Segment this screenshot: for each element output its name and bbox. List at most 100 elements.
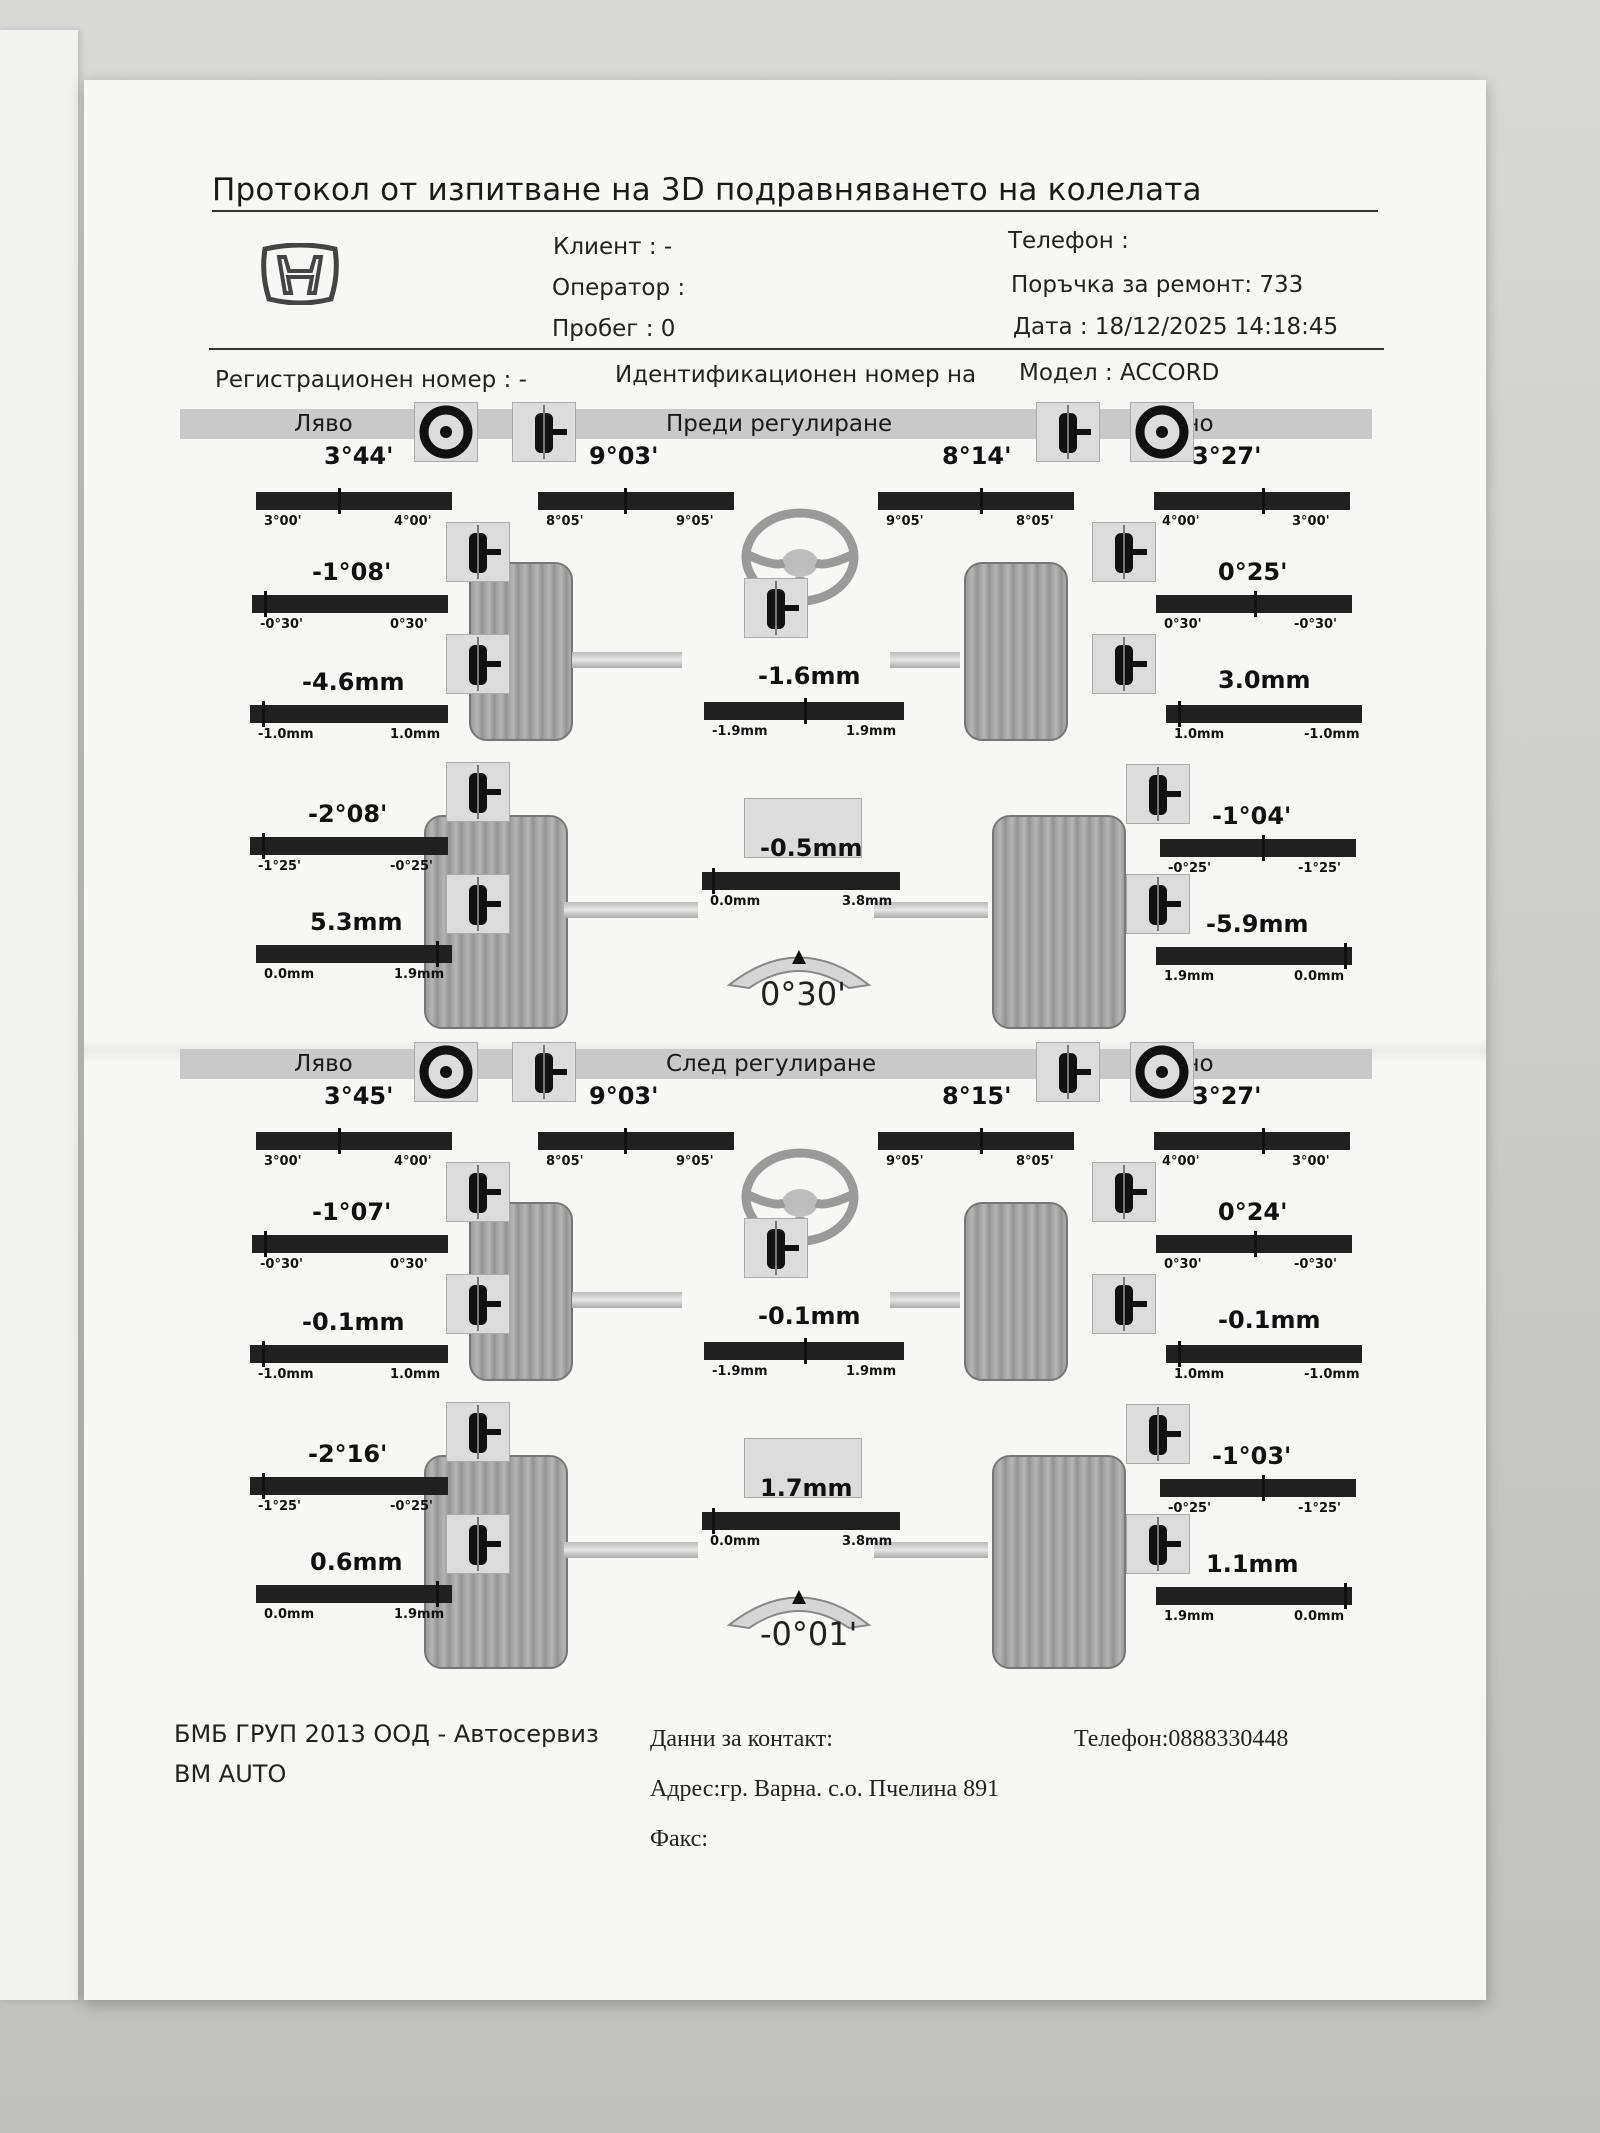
- front-left-axle: [572, 1292, 682, 1308]
- rear-total-toe-value: -0.5mm: [760, 834, 863, 862]
- gauge-indicator: [804, 698, 807, 724]
- front-right-tire: [964, 562, 1068, 741]
- gauge-max-label: 1.9mm: [394, 967, 445, 982]
- gauge-min-label: -1°25': [258, 1499, 302, 1514]
- suspension-strut-icon: [446, 634, 510, 694]
- front-left-axle: [572, 652, 682, 668]
- gauge-min-label: 4°00': [1162, 514, 1200, 529]
- gauge-max-label: 0.0mm: [1294, 969, 1345, 984]
- front-right-sai-gauge: [878, 488, 1074, 514]
- front-right-caster-value: 3°27': [1192, 442, 1262, 470]
- front-total-toe-gauge: [704, 1338, 904, 1364]
- gauge-indicator: [804, 1338, 807, 1364]
- suspension-strut-icon: [446, 522, 510, 582]
- suspension-strut-icon: [1092, 1162, 1156, 1222]
- gauge-min-label: -0°30': [260, 617, 304, 632]
- mileage-field: Пробег : 0: [552, 316, 676, 342]
- front-left-sai-value: 9°03': [589, 442, 659, 470]
- front-left-toe-gauge: [250, 1341, 448, 1367]
- gauge-min-label: 0°30': [1164, 1257, 1202, 1272]
- gauge-min-label: -1°25': [258, 859, 302, 874]
- front-left-toe-value: -4.6mm: [302, 668, 405, 696]
- front-left-camber-value: -1°07': [312, 1198, 392, 1226]
- front-right-toe-gauge: [1166, 701, 1362, 727]
- front-total-toe-value: -0.1mm: [758, 1302, 861, 1330]
- gauge-min-label: 0.0mm: [264, 967, 315, 982]
- gauge-min-label: 8°05': [546, 514, 584, 529]
- gauge-min-label: 3°00': [264, 1154, 302, 1169]
- suspension-strut-icon: [744, 578, 808, 638]
- gauge-max-label: 0°30': [390, 1257, 428, 1272]
- title-underline: [212, 210, 1378, 212]
- front-left-toe-gauge: [250, 701, 448, 727]
- gauge-indicator: [262, 701, 265, 727]
- rear-left-camber-gauge: [250, 1473, 448, 1499]
- rear-right-toe-value: -5.9mm: [1206, 910, 1309, 938]
- fax-field: Факс:: [650, 1826, 708, 1852]
- gauge-max-label: 8°05': [1016, 1154, 1054, 1169]
- order-field: Поръчка за ремонт: 733: [1011, 272, 1304, 298]
- front-left-tire: [469, 562, 573, 741]
- gauge-max-label: 3°00': [1292, 514, 1330, 529]
- gauge-indicator: [1262, 488, 1265, 514]
- rear-right-camber-value: -1°03': [1212, 1442, 1292, 1470]
- wheel-icon: [414, 402, 478, 462]
- gauge-indicator: [624, 488, 627, 514]
- section-title: След регулиране: [666, 1051, 877, 1077]
- front-right-camber-gauge: [1156, 1231, 1352, 1257]
- front-right-camber-value: 0°24': [1218, 1198, 1288, 1226]
- gauge-min-label: -1.0mm: [258, 727, 314, 742]
- wheel-icon: [1130, 1042, 1194, 1102]
- company-name: БМБ ГРУП 2013 ООД - Автосервиз: [174, 1720, 599, 1748]
- front-right-sai-value: 8°14': [942, 442, 1012, 470]
- gauge-min-label: 1.0mm: [1174, 1367, 1225, 1382]
- gauge-indicator: [1262, 835, 1265, 861]
- gauge-max-label: 1.0mm: [390, 1367, 441, 1382]
- protocol-sheet: Протокол от изпитване на 3D подравняване…: [84, 80, 1486, 2000]
- gauge-min-label: 0.0mm: [710, 894, 761, 909]
- front-right-axle: [890, 1292, 960, 1308]
- gauge-indicator: [262, 1341, 265, 1367]
- gauge-min-label: 1.9mm: [1164, 969, 1215, 984]
- gauge-min-label: -1.9mm: [712, 1364, 768, 1379]
- gauge-indicator: [1344, 1583, 1347, 1609]
- gauge-min-label: 1.9mm: [1164, 1609, 1215, 1624]
- front-total-toe-value: -1.6mm: [758, 662, 861, 690]
- gauge-max-label: 1.9mm: [846, 1364, 897, 1379]
- front-right-caster-gauge: [1154, 1128, 1350, 1154]
- rear-total-toe-gauge: [702, 1508, 900, 1534]
- front-left-caster-value: 3°45': [324, 1082, 394, 1110]
- suspension-strut-icon: [512, 402, 576, 462]
- gauge-max-label: -1°25': [1298, 1501, 1342, 1516]
- front-left-camber-gauge: [252, 1231, 448, 1257]
- front-right-sai-value: 8°15': [942, 1082, 1012, 1110]
- gauge-max-label: -0°30': [1294, 1257, 1338, 1272]
- rear-right-tire: [992, 815, 1126, 1029]
- gauge-max-label: 3°00': [1292, 1154, 1330, 1169]
- suspension-strut-icon: [1126, 764, 1190, 824]
- gauge-max-label: 9°05': [676, 514, 714, 529]
- gauge-min-label: -0°30': [260, 1257, 304, 1272]
- gauge-indicator: [1254, 1231, 1257, 1257]
- suspension-strut-icon: [512, 1042, 576, 1102]
- gauge-indicator: [980, 488, 983, 514]
- front-left-camber-value: -1°08': [312, 558, 392, 586]
- gauge-max-label: 0°30': [390, 617, 428, 632]
- gauge-max-label: -1.0mm: [1304, 727, 1360, 742]
- gauge-max-label: -0°25': [390, 1499, 434, 1514]
- front-right-caster-gauge: [1154, 488, 1350, 514]
- rear-total-toe-gauge: [702, 868, 900, 894]
- suspension-strut-icon: [744, 1218, 808, 1278]
- gauge-indicator: [712, 1508, 715, 1534]
- gauge-min-label: 3°00': [264, 514, 302, 529]
- gauge-max-label: 3.8mm: [842, 894, 893, 909]
- gauge-max-label: -0°30': [1294, 617, 1338, 632]
- address-field: Адрес:гр. Варна. с.о. Пчелина 891: [650, 1776, 1000, 1802]
- front-left-sai-gauge: [538, 488, 734, 514]
- front-right-toe-value: -0.1mm: [1218, 1306, 1321, 1334]
- gauge-indicator: [436, 1581, 439, 1607]
- gauge-max-label: 0.0mm: [1294, 1609, 1345, 1624]
- rear-right-camber-gauge: [1160, 835, 1356, 861]
- front-left-caster-gauge: [256, 1128, 452, 1154]
- gauge-indicator: [1344, 943, 1347, 969]
